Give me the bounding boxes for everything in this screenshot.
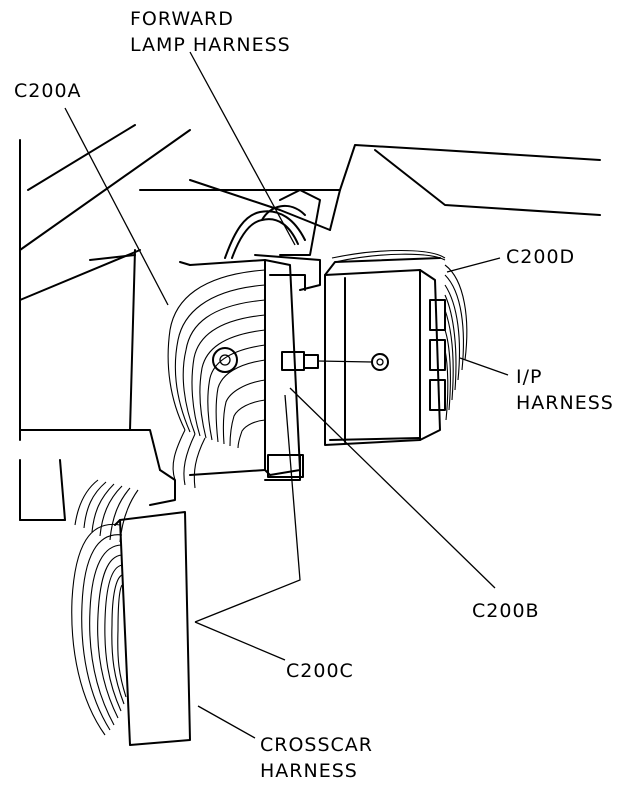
- label-ip-harness: I/P HARNESS: [516, 364, 614, 416]
- leader-lines: [64, 51, 509, 739]
- c200d-connector: [324, 257, 446, 446]
- label-c200b: C200B: [472, 600, 540, 622]
- c200a-wire-bundle: [167, 269, 266, 489]
- bolt: [281, 351, 389, 371]
- ip-harness-wires: [331, 250, 468, 421]
- label-forward-line-2: LAMP HARNESS: [130, 34, 291, 56]
- label-crosscar-harness: CROSSCAR HARNESS: [260, 732, 373, 784]
- crosscar-harness-wires: [71, 479, 139, 736]
- body-panel-outlines: [19, 124, 601, 521]
- label-forward-lamp-harness: FORWARD LAMP HARNESS: [130, 6, 291, 58]
- label-crosscar-line-2: HARNESS: [260, 760, 358, 782]
- label-forward-line-1: FORWARD: [130, 8, 234, 30]
- label-ip-line-1: I/P: [516, 366, 543, 388]
- forward-lamp-harness: [224, 205, 306, 259]
- label-c200a: C200A: [14, 80, 82, 102]
- label-c200d: C200D: [506, 246, 576, 268]
- label-c200c: C200C: [286, 660, 354, 682]
- label-crosscar-line-1: CROSSCAR: [260, 734, 374, 756]
- label-ip-line-2: HARNESS: [516, 392, 614, 414]
- c200a-connector-body: [179, 254, 321, 481]
